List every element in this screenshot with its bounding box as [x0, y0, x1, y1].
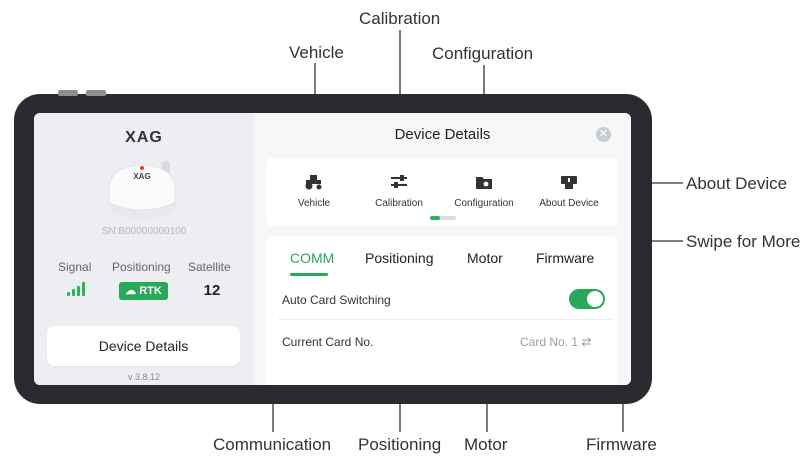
callout-motor: Motor: [464, 435, 508, 454]
tractor-icon: [305, 175, 322, 190]
function-icon-bar[interactable]: Vehicle Calibration Configuration: [266, 158, 618, 226]
satellite-count: 12: [203, 282, 221, 299]
vehicle-label: Vehicle: [297, 198, 331, 209]
callout-vehicle: Vehicle: [289, 43, 344, 62]
row-divider: [278, 319, 612, 320]
calibration-label: Calibration: [375, 198, 423, 209]
about-device-label: About Device: [539, 198, 599, 209]
rtk-station-image: XAG: [107, 161, 177, 219]
callout-about-device: About Device: [686, 174, 788, 193]
brand-logo: XAG: [125, 129, 163, 146]
sliders-icon: [391, 175, 407, 188]
panel-title: Device Details: [394, 126, 491, 143]
tab-comm[interactable]: COMM: [290, 250, 335, 266]
device-details-panel: Device Details ✕ Vehicle Calibration: [254, 113, 631, 385]
device-info-icon: [561, 176, 577, 189]
app-version: v 3.8.12: [127, 372, 161, 382]
callout-firmware: Firmware: [586, 435, 657, 454]
positioning-value: RTK: [139, 285, 162, 297]
current-card-value[interactable]: Card No. 1 ⇄: [520, 335, 592, 349]
callout-calibration: Calibration: [359, 9, 441, 28]
satellite-label: Satellite: [188, 260, 231, 274]
configuration-button[interactable]: Configuration: [440, 158, 528, 226]
positioning-badge: ☁ RTK: [119, 282, 168, 300]
folder-gear-icon: [476, 177, 492, 189]
tab-firmware[interactable]: Firmware: [536, 250, 595, 266]
auto-card-switching-label: Auto Card Switching: [282, 293, 391, 307]
configuration-label: Configuration: [454, 198, 514, 209]
signal-label: Signal: [58, 260, 92, 274]
callout-positioning: Positioning: [358, 435, 442, 454]
signal-strength-icon: [67, 282, 85, 296]
callout-swipe-for-more: Swipe for More: [686, 232, 801, 251]
details-tab-card: COMM Positioning Motor Firmware Auto Car…: [266, 236, 618, 385]
tab-positioning[interactable]: Positioning: [365, 250, 434, 266]
tablet-side-button: [58, 90, 78, 96]
vehicle-button[interactable]: Vehicle: [270, 158, 358, 226]
tab-motor[interactable]: Motor: [467, 250, 503, 266]
auto-card-switching-toggle[interactable]: [569, 289, 605, 309]
positioning-label: Positioning: [112, 260, 171, 274]
current-card-label: Current Card No.: [282, 335, 374, 349]
about-device-button[interactable]: About Device: [525, 158, 613, 226]
swipe-indicator[interactable]: [430, 216, 456, 220]
serial-number: SN:B00000000100: [101, 226, 187, 237]
tablet-screen: XAG XAG SN:B00000000100 Signal Positioni…: [34, 113, 631, 385]
close-icon[interactable]: ✕: [596, 127, 611, 142]
calibration-button[interactable]: Calibration: [355, 158, 443, 226]
device-logo: XAG: [133, 172, 150, 181]
active-tab-underline: [290, 273, 328, 276]
tablet-side-button: [86, 90, 106, 96]
device-details-button[interactable]: Device Details: [47, 326, 240, 366]
callout-configuration: Configuration: [432, 44, 534, 63]
callout-communication: Communication: [213, 435, 332, 454]
device-summary-panel: XAG XAG SN:B00000000100 Signal Positioni…: [34, 113, 254, 385]
